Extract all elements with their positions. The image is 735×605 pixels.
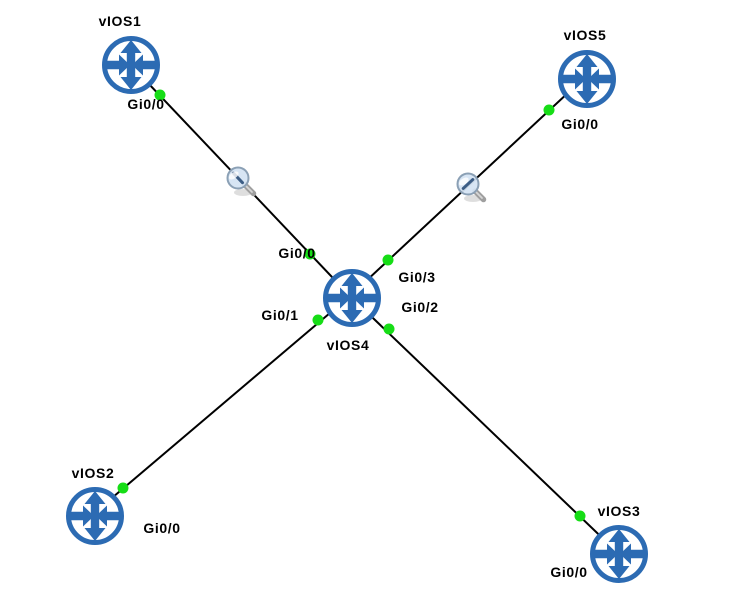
node-label-vios3[interactable]: vIOS3 — [597, 503, 641, 519]
port-label-vios1-gi0-0[interactable]: Gi0/0 — [127, 96, 165, 112]
nodes-layer — [69, 39, 646, 581]
router-icon-vios5[interactable] — [561, 53, 614, 106]
link-status-dot — [304, 248, 316, 260]
lens-highlight — [458, 177, 469, 186]
capture-magnifier-icon[interactable] — [226, 166, 257, 197]
magnifier-handle-highlight — [474, 190, 483, 199]
captures-layer — [226, 166, 487, 203]
link-status-dot — [383, 323, 395, 335]
port-label-vios5-gi0-0[interactable]: Gi0/0 — [561, 116, 599, 132]
router-icon-vios3[interactable] — [593, 528, 646, 581]
capture-magnifier-icon[interactable] — [456, 172, 487, 203]
node-label-vios1[interactable]: vIOS1 — [98, 13, 142, 29]
link-status-dot — [574, 510, 586, 522]
magnified-link-line — [461, 178, 475, 190]
port-label-vios2-gi0-0[interactable]: Gi0/0 — [143, 520, 181, 536]
link-status-dot — [312, 314, 324, 326]
port-label-vios4-gi0-0[interactable]: Gi0/0 — [278, 245, 316, 261]
node-label-vios2[interactable]: vIOS2 — [71, 465, 115, 481]
link-line-vios2-vios4[interactable] — [92, 295, 351, 515]
node-label-vios5[interactable]: vIOS5 — [563, 27, 607, 43]
lens-highlight — [228, 171, 239, 180]
port-label-vios3-gi0-0[interactable]: Gi0/0 — [550, 564, 588, 580]
node-label-vios4[interactable]: vIOS4 — [326, 337, 370, 353]
magnifier-handle-highlight — [244, 184, 253, 193]
port-label-vios4-gi0-2[interactable]: Gi0/2 — [401, 299, 439, 315]
dots-layer — [117, 89, 586, 522]
link-status-dot — [543, 104, 555, 116]
port-label-vios4-gi0-3[interactable]: Gi0/3 — [398, 269, 436, 285]
router-icon-vios2[interactable] — [69, 490, 122, 543]
router-icon-vios1[interactable] — [105, 39, 158, 92]
port-label-vios4-gi0-1[interactable]: Gi0/1 — [261, 307, 299, 323]
link-status-dot — [117, 482, 129, 494]
link-line-vios3-vios4[interactable] — [349, 295, 618, 553]
link-status-dot — [382, 254, 394, 266]
router-icon-vios4[interactable] — [326, 272, 379, 325]
link-status-dot — [154, 89, 166, 101]
